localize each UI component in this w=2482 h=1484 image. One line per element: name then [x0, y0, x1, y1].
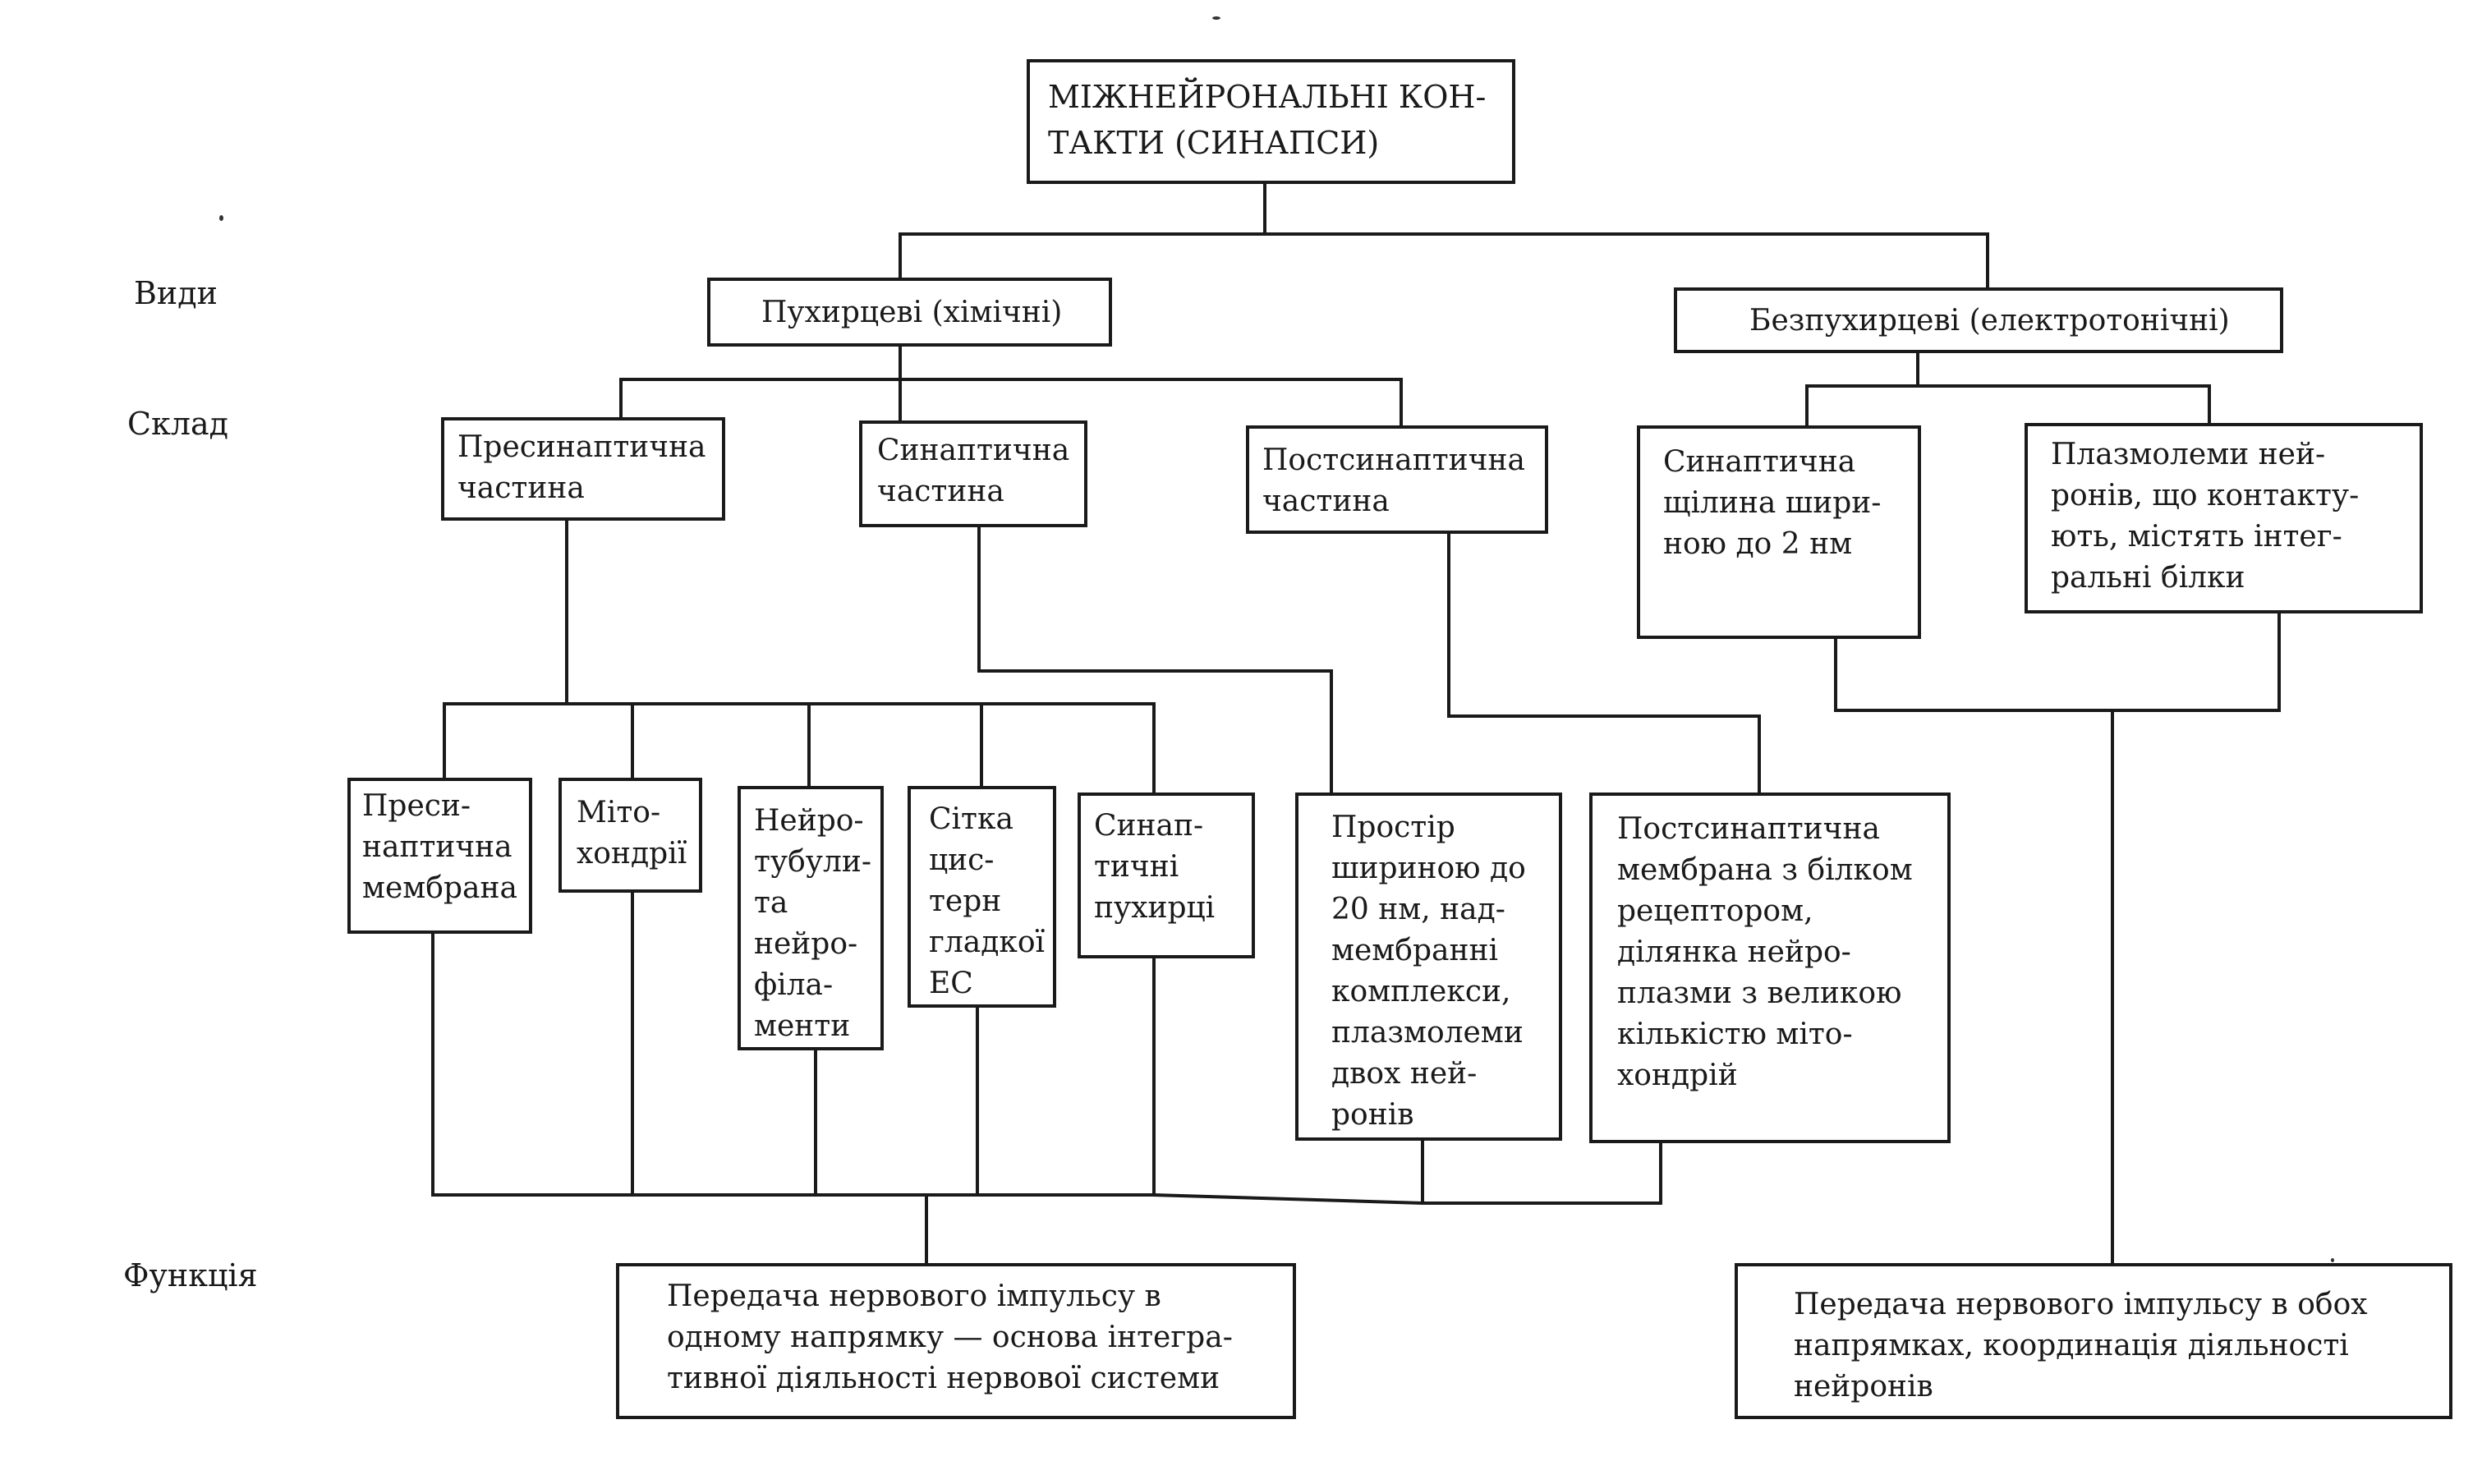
type-electrical-label: Безпухирцеві (електротонічні): [1749, 304, 2230, 338]
type-chemical-label: Пухирцеві (хімічні): [761, 296, 1063, 329]
function-chemical-label: Передача нервового імпульсу в одному нап…: [667, 1280, 1233, 1395]
neurotubules-label: Нейро- тубули- та нейро- філа- менти: [754, 804, 871, 1043]
synaptic-vesicles-box: Синап- тичні пухирці: [1078, 793, 1255, 958]
synaptic-cleft-label: Синаптична щілина шири- ною до 2 нм: [1663, 445, 1882, 561]
root-title: МІЖНЕЙРОНАЛЬНІ КОН- ТАКТИ (СИНАПСИ): [1048, 79, 1487, 161]
row-label-composition: Склад: [127, 406, 229, 442]
presynaptic-membrane-label: Преси- наптична мембрана: [362, 789, 517, 905]
plasmolemmas-box: Плазмолеми ней- ронів, що контакту- ють,…: [2025, 423, 2423, 613]
postsynaptic-membrane-label: Постсинаптична мембрана з білком рецепто…: [1617, 812, 1913, 1092]
row-label-types: Види: [134, 275, 218, 311]
function-electrical-box: Передача нервового імпульсу в обох напря…: [1735, 1263, 2452, 1419]
presynaptic-part-box: Пресинаптична частина: [441, 417, 725, 521]
synaptic-part-box: Синаптична частина: [859, 420, 1087, 527]
row-label-function: Функція: [123, 1257, 258, 1293]
mitochondria-label: Міто- хондрії: [577, 796, 687, 871]
synaptic-vesicles-label: Синап- тичні пухирці: [1094, 809, 1216, 925]
synaptic-space-label: Простір шириною до 20 нм, над- мембранні…: [1331, 811, 1526, 1132]
neurotubules-box: Нейро- тубули- та нейро- філа- менти: [738, 786, 884, 1050]
type-chemical-box: Пухирцеві (хімічні): [707, 278, 1112, 347]
presynaptic-membrane-box: Преси- наптична мембрана: [347, 778, 532, 934]
function-chemical-box: Передача нервового імпульсу в одному нап…: [616, 1263, 1296, 1419]
scan-speck: [1212, 16, 1220, 20]
presynaptic-part-label: Пресинаптична частина: [457, 430, 706, 505]
type-electrical-box: Безпухирцеві (електротонічні): [1674, 287, 2283, 353]
er-cisterns-label: Сітка цис- терн гладкої ЕС: [929, 802, 1046, 1000]
plasmolemmas-label: Плазмолеми ней- ронів, що контакту- ють,…: [2051, 438, 2360, 595]
postsynaptic-part-label: Постсинаптична частина: [1262, 443, 1525, 518]
root-box: МІЖНЕЙРОНАЛЬНІ КОН- ТАКТИ (СИНАПСИ): [1027, 59, 1515, 184]
scan-speck: [219, 215, 223, 221]
postsynaptic-part-box: Постсинаптична частина: [1246, 425, 1548, 534]
postsynaptic-membrane-box: Постсинаптична мембрана з білком рецепто…: [1589, 793, 1951, 1143]
synaptic-part-label: Синаптична частина: [877, 434, 1070, 508]
scan-speck: [2331, 1258, 2334, 1262]
synaptic-cleft-box: Синаптична щілина шири- ною до 2 нм: [1637, 425, 1921, 639]
er-cisterns-box: Сітка цис- терн гладкої ЕС: [908, 786, 1056, 1008]
mitochondria-box: Міто- хондрії: [558, 778, 702, 893]
function-electrical-label: Передача нервового імпульсу в обох напря…: [1794, 1288, 2368, 1404]
synaptic-space-box: Простір шириною до 20 нм, над- мембранні…: [1295, 793, 1562, 1141]
